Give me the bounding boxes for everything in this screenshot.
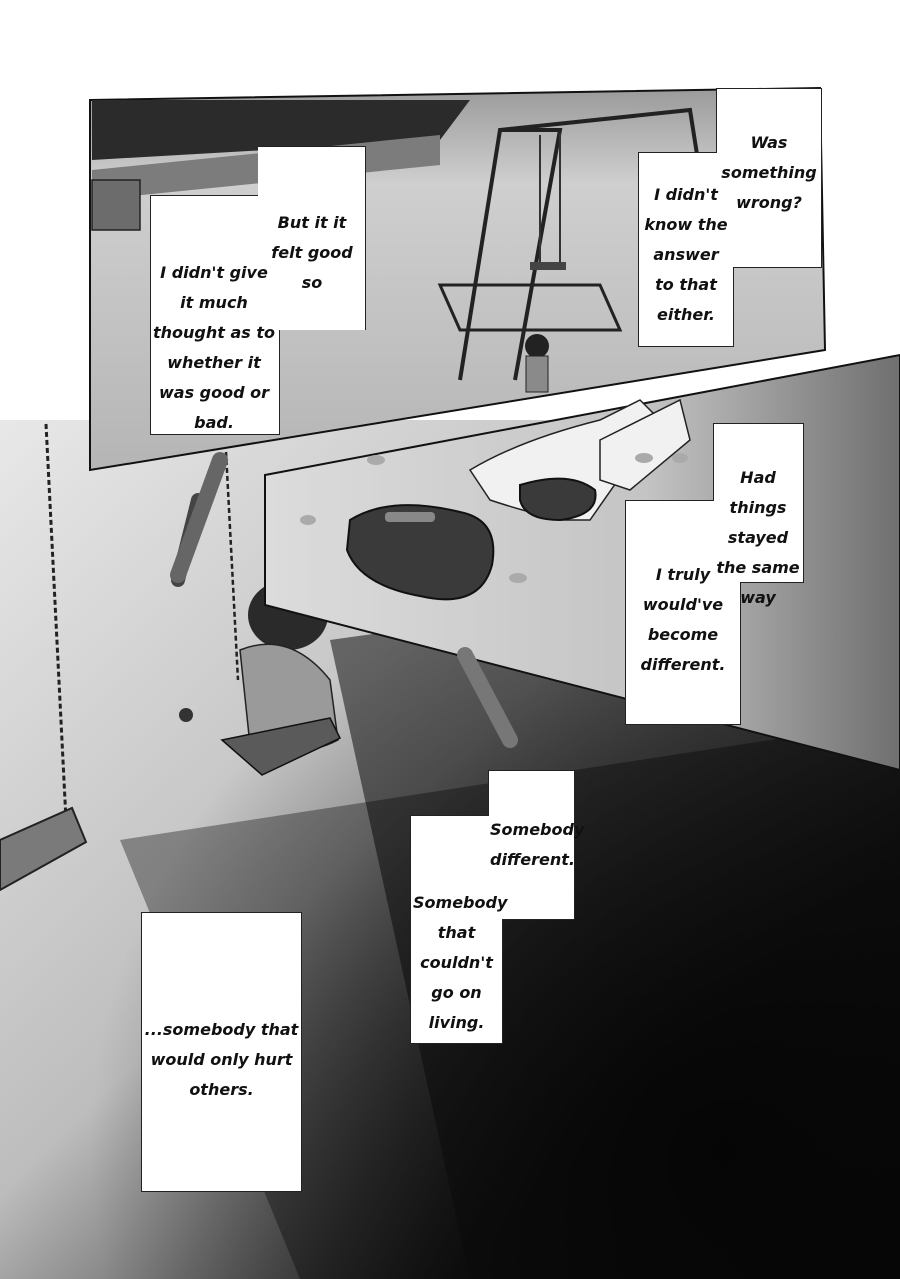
caption-felt-good: But it it felt good so [271, 213, 353, 292]
empty-swing [0, 423, 88, 892]
caption-no-thought: I didn't give it much thought as to whet… [152, 263, 275, 432]
caption-couldnt-go-on: Somebody that couldn't go on living. [413, 893, 508, 1032]
caption-hurt-others: ...somebody that would only hurt others. [144, 1020, 299, 1099]
caption-stayed-same: Had things stayed the same way [716, 468, 800, 607]
swing-poles [170, 452, 518, 748]
caption-something-wrong: Was something wrong? [721, 133, 817, 212]
caption-didnt-know: I didn't know the answer to that either. [644, 185, 728, 324]
caption-truly-different: I truly would've become different. [640, 565, 726, 674]
caption-box-frame-bottom [141, 912, 302, 1192]
caption-somebody-different: Somebody different. [490, 820, 585, 869]
